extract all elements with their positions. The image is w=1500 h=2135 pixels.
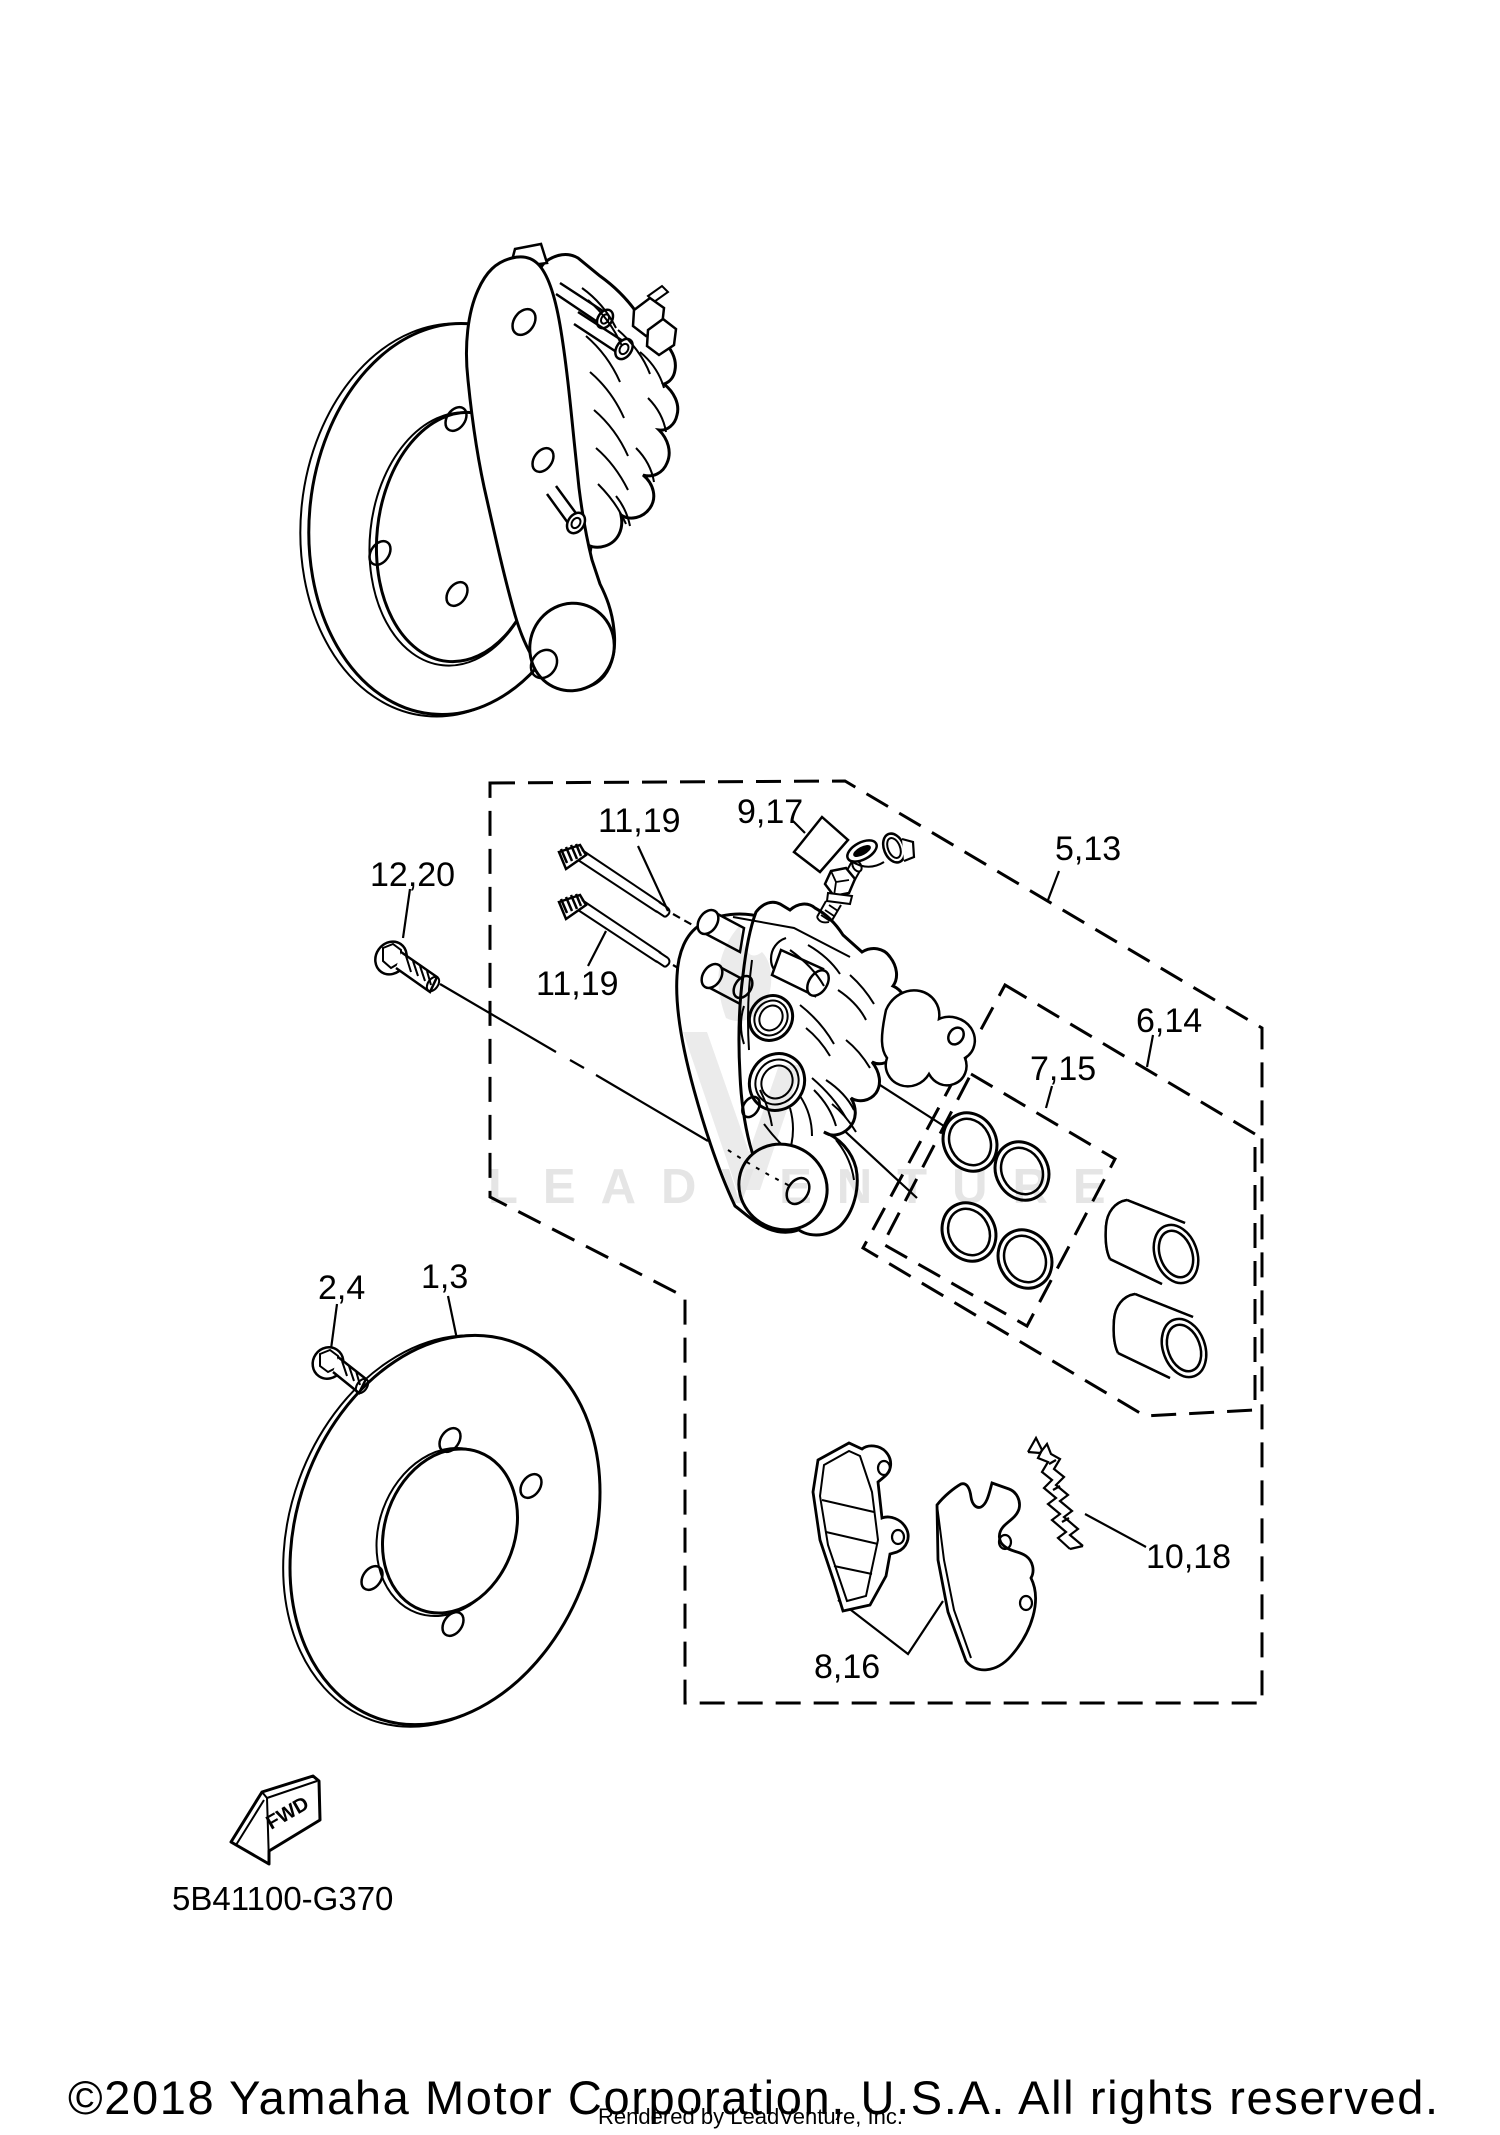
svg-text:10,18: 10,18: [1146, 1538, 1231, 1576]
svg-text:1,3: 1,3: [421, 1258, 468, 1296]
svg-text:2,4: 2,4: [318, 1269, 365, 1307]
svg-text:11,19: 11,19: [536, 965, 619, 1003]
svg-text:12,20: 12,20: [370, 856, 455, 894]
svg-text:7,15: 7,15: [1030, 1050, 1096, 1088]
svg-text:LEADVENTURE: LEADVENTURE: [488, 1160, 1131, 1214]
svg-text:8,16: 8,16: [814, 1648, 880, 1686]
svg-text:©2018 Yamaha Motor Corporation: ©2018 Yamaha Motor Corporation, U.S.A. A…: [68, 2071, 1438, 2124]
svg-text:9,17: 9,17: [737, 793, 803, 831]
svg-text:11,19: 11,19: [598, 802, 681, 840]
svg-text:5,13: 5,13: [1055, 830, 1121, 868]
svg-text:Rendered by LeadVenture, Inc.: Rendered by LeadVenture, Inc.: [598, 2104, 903, 2129]
svg-text:5B41100-G370: 5B41100-G370: [172, 1880, 393, 1917]
svg-text:6,14: 6,14: [1136, 1002, 1202, 1040]
